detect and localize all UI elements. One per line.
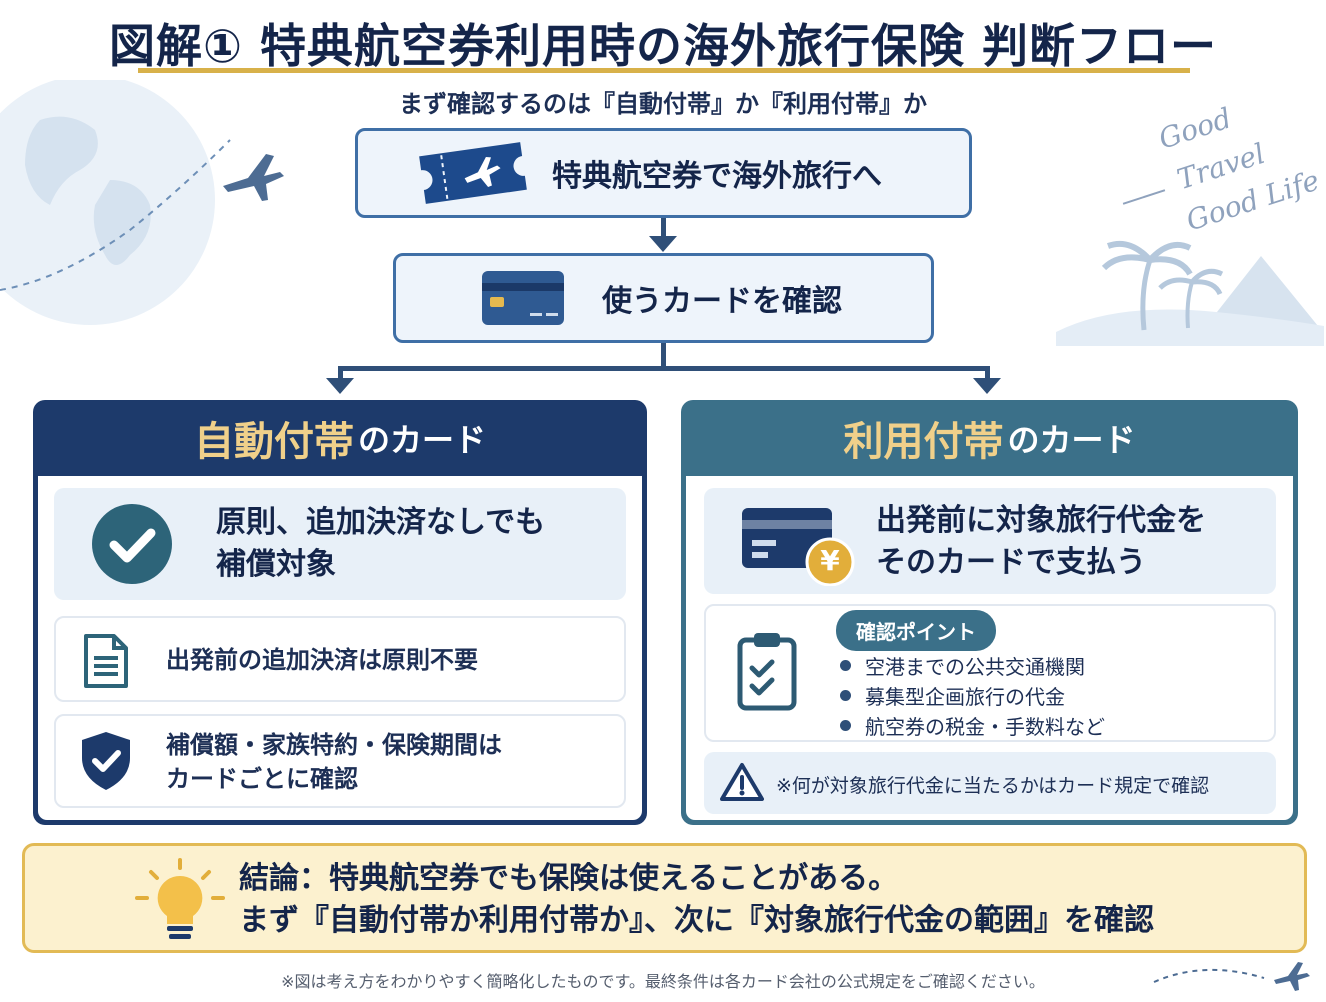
conclusion-line-2: まず『自動付帯か利用付帯か』、次に『対象旅行代金の範囲』を確認 xyxy=(239,903,1154,938)
auto-heading-strong: 自動付帯 xyxy=(193,419,354,465)
flow-step-2-label: 使うカードを確認 xyxy=(602,284,842,319)
bullet-dot xyxy=(840,719,851,731)
auto-main-card: 原則、追加決済なしでも 補償対象 xyxy=(54,488,626,600)
flow-step-1: 特典航空券で海外旅行へ xyxy=(355,128,972,218)
usage-points-card: 確認ポイント 空港までの公共交通機関 募集型企画旅行の代金 航空券の税金・手数料… xyxy=(704,604,1276,742)
footnote: ※図は考え方をわかりやすく簡略化したものです。最終条件は各カード会社の公式規定を… xyxy=(281,972,1045,991)
auto-attach-panel: 自動付帯 のカード 原則、追加決済なしでも 補償対象 出発前の追加決済は原則不要 xyxy=(33,400,647,825)
check-point-item: 空港までの公共交通機関 xyxy=(840,650,1105,680)
auto-item-1-text: 出発前の追加決済は原則不要 xyxy=(166,646,478,674)
usage-heading-weak: のカード xyxy=(1007,421,1136,459)
usage-main-card: ¥ 出発前に対象旅行代金を そのカードで支払う xyxy=(704,488,1276,594)
auto-attach-body: 原則、追加決済なしでも 補償対象 出発前の追加決済は原則不要 補償額・家族特約・… xyxy=(38,476,642,820)
conclusion-box: 結論：特典航空券でも保険は使えることがある。 まず『自動付帯か利用付帯か』、次に… xyxy=(22,843,1307,953)
page-title: 図解① 特典航空券利用時の海外旅行保険 判断フロー xyxy=(109,19,1217,73)
yen-icon: ¥ xyxy=(820,544,840,577)
page-subtitle: まず確認するのは『自動付帯』か『利用付帯』か xyxy=(399,90,927,118)
usage-note-card: ※何が対象旅行代金に当たるかはカード規定で確認 xyxy=(704,752,1276,814)
usage-main-line-2: そのカードで支払う xyxy=(876,545,1146,580)
branch-right-drop xyxy=(985,366,990,378)
lightbulb-icon xyxy=(135,858,225,939)
usage-attach-body: ¥ 出発前に対象旅行代金を そのカードで支払う 確認ポイント 空港までの公共交通… xyxy=(686,476,1293,820)
check-point-text: 航空券の税金・手数料など xyxy=(865,714,1105,739)
usage-main-line-1: 出発前に対象旅行代金を xyxy=(876,503,1206,538)
warning-icon xyxy=(720,763,764,801)
decor-dash xyxy=(1122,189,1166,205)
auto-item-2: 補償額・家族特約・保険期間は カードごとに確認 xyxy=(54,714,626,808)
auto-item-2-line-2: カードごとに確認 xyxy=(166,765,358,793)
clipboard-check-icon xyxy=(737,633,797,711)
auto-attach-heading: 自動付帯 のカード xyxy=(33,400,647,476)
card-payment-icon xyxy=(742,508,855,586)
airplane-icon xyxy=(223,154,284,201)
ticket-icon xyxy=(419,142,527,204)
flow-step-2: 使うカードを確認 xyxy=(393,253,934,343)
branch-left-drop xyxy=(338,366,343,378)
auto-main-line-2: 補償対象 xyxy=(216,547,336,582)
branch-horizontal xyxy=(340,366,990,371)
check-point-item: 航空券の税金・手数料など xyxy=(840,710,1105,740)
auto-item-1: 出発前の追加決済は原則不要 xyxy=(54,616,626,702)
check-circle-icon xyxy=(92,504,172,584)
small-airplane-icon xyxy=(1153,962,1310,991)
globe-illustration xyxy=(0,80,231,325)
branch-right-arrow xyxy=(973,378,1001,394)
title-underline xyxy=(138,68,1190,73)
flow-step-1-label: 特典航空券で海外旅行へ xyxy=(552,159,882,194)
usage-attach-panel: 利用付帯 のカード ¥ 出発前に対象旅行代金を そのカードで支払う 確認ポイント xyxy=(681,400,1298,825)
branch-stem xyxy=(661,343,666,369)
auto-heading-weak: のカード xyxy=(357,421,486,459)
connector-arrow-1 xyxy=(649,236,677,252)
document-icon xyxy=(84,634,128,688)
palm-island-illustration xyxy=(1056,240,1324,346)
credit-card-icon xyxy=(482,271,564,325)
shield-check-icon xyxy=(82,732,130,790)
connector-line-1 xyxy=(661,218,666,238)
usage-attach-heading: 利用付帯 のカード xyxy=(681,400,1298,476)
auto-item-2-line-1: 補償額・家族特約・保険期間は xyxy=(166,731,502,759)
check-point-text: 募集型企画旅行の代金 xyxy=(865,684,1065,709)
bullet-dot xyxy=(840,659,851,671)
usage-heading-strong: 利用付帯 xyxy=(843,419,1004,465)
check-point-item: 募集型企画旅行の代金 xyxy=(840,680,1105,710)
conclusion-line-1: 結論：特典航空券でも保険は使えることがある。 xyxy=(239,861,899,896)
check-points-list: 空港までの公共交通機関 募集型企画旅行の代金 航空券の税金・手数料など xyxy=(840,650,1105,740)
check-points-badge: 確認ポイント xyxy=(836,610,996,651)
usage-note-text: ※何が対象旅行代金に当たるかはカード規定で確認 xyxy=(776,775,1210,797)
branch-left-arrow xyxy=(326,378,354,394)
check-point-text: 空港までの公共交通機関 xyxy=(865,654,1085,679)
bullet-dot xyxy=(840,689,851,701)
auto-main-line-1: 原則、追加決済なしでも xyxy=(216,505,546,540)
